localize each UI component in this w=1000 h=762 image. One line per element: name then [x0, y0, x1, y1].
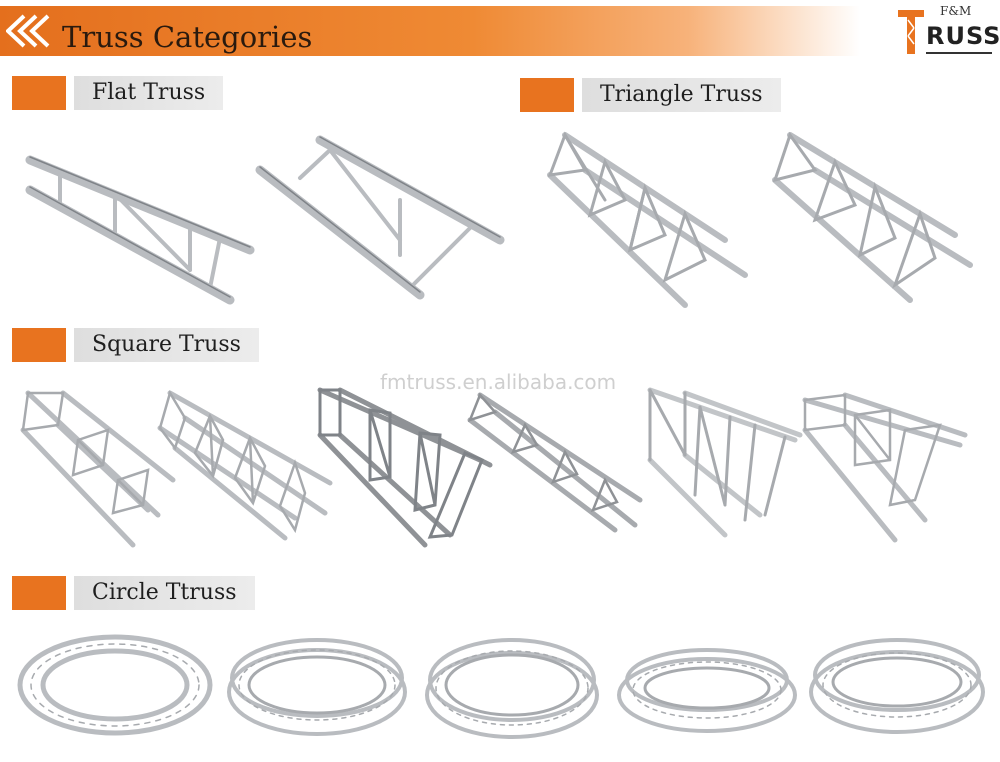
- category-label: Square Truss: [74, 328, 259, 362]
- page-title: Truss Categories: [62, 20, 313, 54]
- circle-truss-image-3: [425, 638, 599, 739]
- category-marker: [12, 76, 66, 110]
- square-truss-image-2: [157, 389, 333, 541]
- square-truss-image-6: [802, 392, 968, 543]
- category-marker: [12, 328, 66, 362]
- square-truss-image-1: [20, 390, 176, 548]
- flat-truss-image-1: [25, 155, 255, 305]
- square-truss-image-3: [317, 387, 493, 548]
- flat-truss-image-2: [255, 135, 505, 300]
- category-label: Circle Ttruss: [74, 576, 255, 610]
- category-marker: [12, 576, 66, 610]
- circle-truss-image-1: [17, 634, 213, 736]
- chevron-left-icon: [6, 14, 50, 48]
- circle-truss-image-2: [227, 638, 407, 736]
- triangle-truss-image-1: [547, 131, 748, 308]
- category-marker: [520, 78, 574, 112]
- logo-small-text: F&M: [940, 4, 972, 18]
- watermark: fmtruss.en.alibaba.com: [380, 370, 617, 394]
- square-truss-image-5: [647, 387, 803, 538]
- category-label: Triangle Truss: [582, 78, 781, 112]
- square-truss-image-4: [467, 392, 643, 533]
- header-bar: Truss Categories: [0, 6, 860, 56]
- logo-underline: [926, 52, 992, 54]
- circle-truss-image-4: [617, 648, 797, 733]
- category-label: Flat Truss: [74, 76, 224, 110]
- brand-logo: F&M RUSS: [896, 4, 1000, 56]
- circle-truss-image-5: [809, 638, 985, 734]
- logo-t-icon: [898, 10, 924, 54]
- triangle-truss-image-2: [772, 131, 973, 303]
- logo-text: RUSS: [926, 22, 1000, 50]
